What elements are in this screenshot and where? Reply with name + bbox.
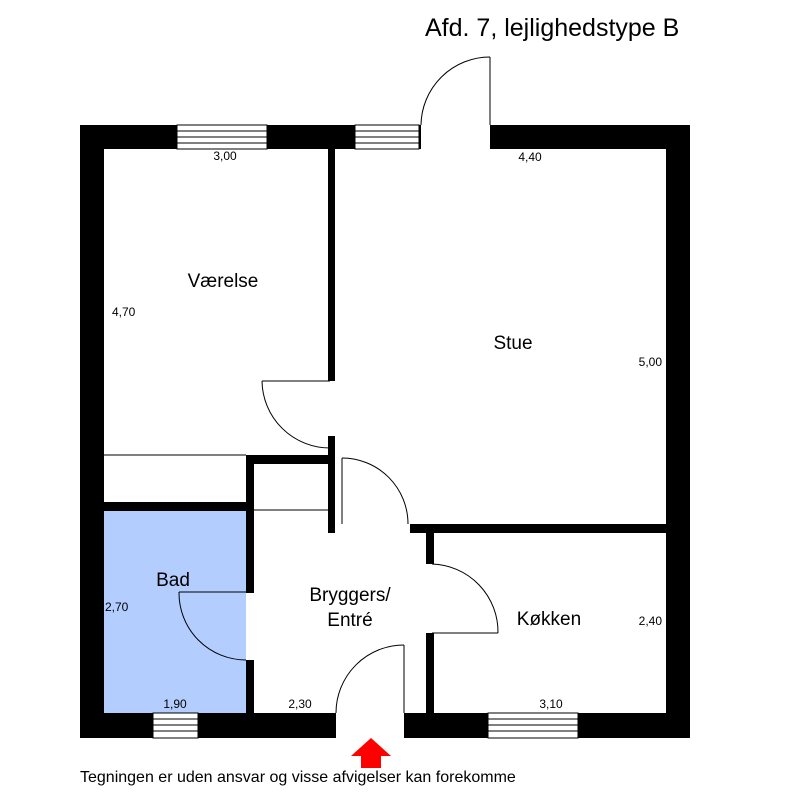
door-bad bbox=[178, 591, 247, 661]
wall-bath-right-upper bbox=[246, 455, 254, 593]
dim-entre-width: 2,30 bbox=[288, 697, 312, 711]
wall-bath-top bbox=[104, 502, 254, 511]
dim-stue-width: 4,40 bbox=[518, 150, 542, 164]
wall-stue-koekken bbox=[410, 524, 666, 533]
door-stue bbox=[341, 457, 409, 525]
wall-vaerelse-stue bbox=[328, 149, 335, 381]
wall-bath-right-lower bbox=[246, 660, 254, 713]
door-openings bbox=[336, 125, 490, 738]
bathroom-area bbox=[104, 511, 246, 713]
wall-right bbox=[666, 125, 690, 738]
inner-walls bbox=[104, 149, 666, 713]
disclaimer-caption: Tegningen er uden ansvar og visse afvige… bbox=[80, 769, 516, 786]
room-label-bad: Bad bbox=[156, 570, 190, 591]
dim-koekken-depth: 2,40 bbox=[639, 614, 663, 628]
window-bad bbox=[152, 712, 199, 739]
entrance-arrow-icon bbox=[351, 738, 391, 768]
windows bbox=[152, 124, 579, 739]
room-label-entre-line1: Bryggers/ bbox=[309, 585, 391, 606]
wall-vaerelse-entre bbox=[328, 436, 335, 533]
room-label-vaerelse: Værelse bbox=[188, 271, 259, 292]
dim-stue-depth: 5,00 bbox=[639, 355, 663, 369]
window-vaerelse bbox=[176, 124, 268, 150]
dim-vaerelse-width: 3,00 bbox=[213, 149, 237, 163]
door-balcony bbox=[420, 56, 491, 126]
dim-bad-width: 1,90 bbox=[163, 697, 187, 711]
dim-vaerelse-depth: 4,70 bbox=[112, 305, 136, 319]
fixture-lines bbox=[104, 454, 328, 511]
door-entrance bbox=[335, 644, 405, 714]
window-koekken bbox=[487, 712, 579, 739]
doors bbox=[178, 56, 499, 714]
dim-koekken-width: 3,10 bbox=[539, 697, 563, 711]
door-vaerelse bbox=[261, 380, 331, 449]
wall-left bbox=[80, 125, 104, 738]
window-stue bbox=[354, 124, 420, 150]
room-label-koekken: Køkken bbox=[517, 609, 581, 630]
wall-closet-top bbox=[246, 455, 335, 464]
door-koekken bbox=[431, 563, 499, 634]
wall-koekken-left-upper bbox=[426, 524, 434, 564]
room-label-entre-line2: Entré bbox=[327, 610, 372, 631]
room-label-stue: Stue bbox=[493, 333, 532, 354]
dim-bad-depth: 2,70 bbox=[105, 600, 129, 614]
wall-koekken-left-lower bbox=[426, 633, 434, 713]
plan-title: Afd. 7, lejlighedstype B bbox=[425, 14, 679, 42]
